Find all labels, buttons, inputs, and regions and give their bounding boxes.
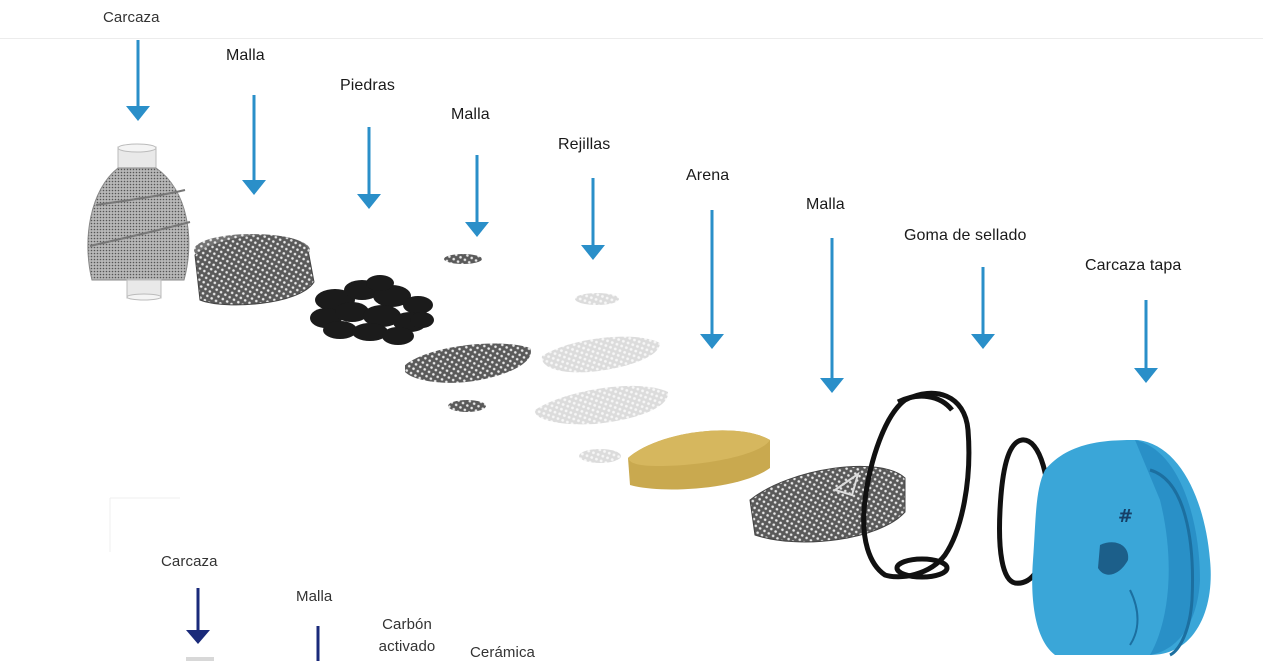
stones-icon <box>310 275 434 345</box>
grille-disc-icon <box>579 449 621 463</box>
arrow-down-icon <box>1134 300 1158 383</box>
filter-housing-icon <box>88 144 190 300</box>
grille-disc-icon <box>542 337 660 373</box>
sand-layer-icon <box>628 430 770 489</box>
grille-disc-icon <box>535 386 668 424</box>
arrow-down-icon <box>242 95 266 195</box>
arrow-down-icon <box>465 155 489 237</box>
mesh-disc-icon <box>405 343 531 382</box>
mesh-disc-icon <box>448 400 486 412</box>
arrow-down-icon <box>581 178 605 260</box>
arrow-down-icon <box>357 127 381 209</box>
arrow-down-icon <box>820 238 844 393</box>
svg-text:#: # <box>1118 506 1133 527</box>
mesh-disc-icon <box>750 466 905 542</box>
mesh-disc-icon <box>194 234 314 305</box>
arrow-down-icon <box>186 588 210 644</box>
housing-top-fragment <box>186 657 214 661</box>
arrow-down-icon <box>971 267 995 349</box>
arrow-down-icon <box>126 40 150 121</box>
grille-disc-icon <box>575 293 619 305</box>
arrow-down-icon <box>700 210 724 349</box>
mesh-disc-icon <box>444 254 482 264</box>
housing-cap-icon: # <box>1032 440 1211 655</box>
